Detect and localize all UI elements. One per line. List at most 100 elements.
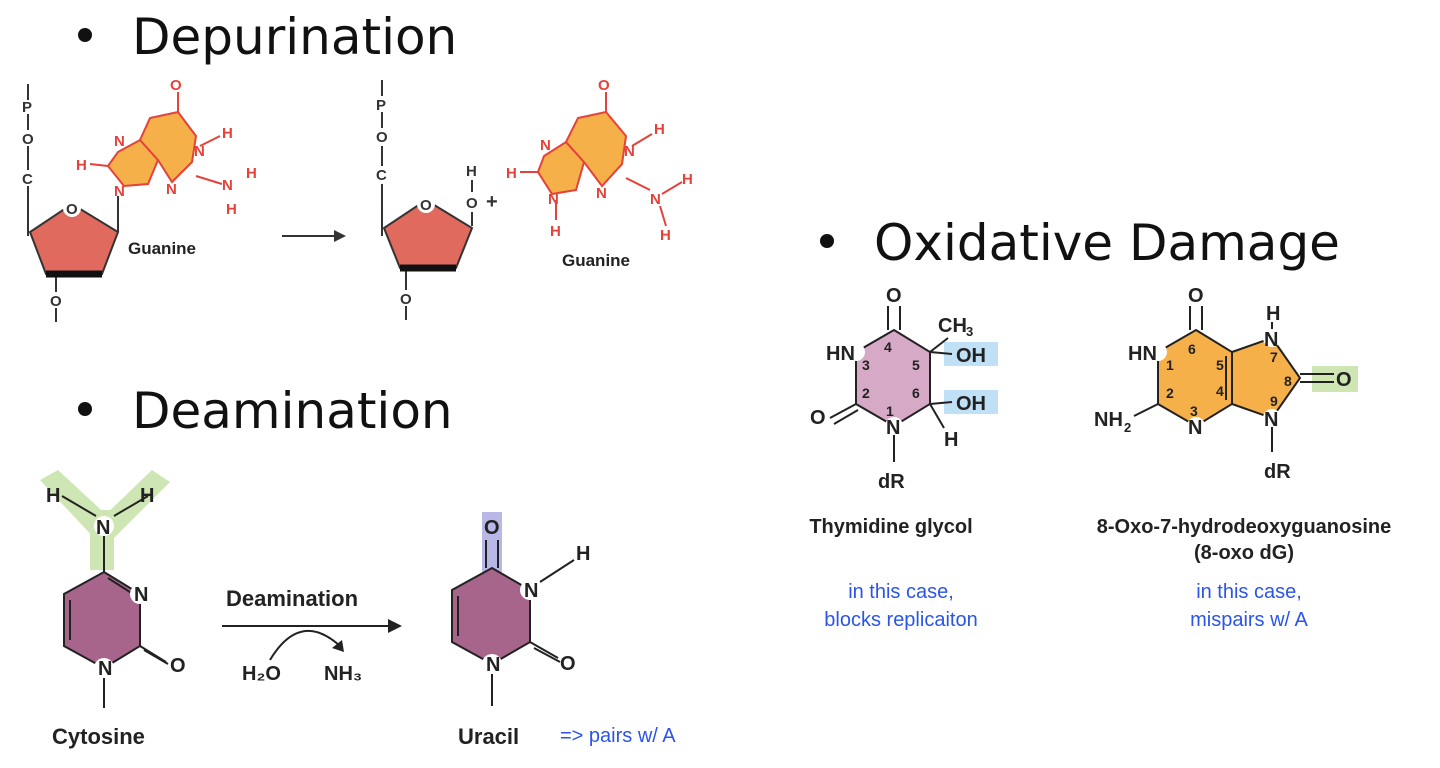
svg-text:H: H (506, 165, 517, 182)
bullet-icon (820, 233, 834, 248)
heading-oxidative-text: Oxidative Damage (874, 214, 1340, 272)
svg-text:N: N (596, 185, 607, 202)
svg-text:H: H (660, 227, 671, 244)
svg-text:N: N (114, 183, 125, 200)
svg-text:dR: dR (1264, 461, 1291, 483)
oxo-dg-label: 8-Oxo-7-hydrodeoxyguanosine (8-oxo dG) (1064, 514, 1424, 566)
svg-text:C: C (22, 171, 33, 188)
uracil-label: Uracil (458, 724, 519, 749)
svg-text:N: N (486, 654, 500, 676)
cytosine-label: Cytosine (52, 724, 145, 749)
bullet-icon (78, 27, 92, 42)
svg-text:O: O (170, 77, 182, 94)
svg-text:2: 2 (1166, 385, 1174, 401)
svg-text:N: N (650, 191, 661, 208)
thymidine-note-line1: in this case, (848, 581, 954, 603)
svg-text:6: 6 (1188, 341, 1196, 357)
svg-text:O: O (400, 291, 412, 308)
svg-text:HN: HN (826, 343, 855, 365)
svg-text:C: C (376, 167, 387, 184)
water-label: H₂O (242, 663, 281, 685)
bullet-icon (78, 401, 92, 416)
svg-text:N: N (624, 143, 635, 160)
svg-text:2: 2 (862, 385, 870, 401)
svg-text:H: H (76, 157, 87, 174)
svg-text:N: N (548, 191, 559, 208)
reaction-arrow-depurination (282, 230, 346, 242)
oxo-dg-label-line1: 8-Oxo-7-hydrodeoxyguanosine (1096, 516, 1392, 538)
guanine-label-right: Guanine (562, 251, 630, 270)
thymidine-glycol-label: Thymidine glycol (809, 516, 973, 538)
svg-text:N: N (524, 580, 538, 602)
svg-text:CH: CH (938, 315, 967, 337)
svg-text:P: P (376, 97, 386, 114)
svg-text:H: H (226, 201, 237, 218)
oxo-dg-label-line2: (8-oxo dG) (1194, 542, 1294, 564)
svg-text:H: H (46, 485, 60, 507)
guanine-label-left: Guanine (128, 239, 196, 258)
svg-text:NH: NH (1094, 409, 1123, 431)
svg-text:N: N (540, 137, 551, 154)
svg-text:H: H (654, 121, 665, 138)
svg-text:N: N (134, 584, 148, 606)
oxo-highlight (1312, 366, 1358, 392)
svg-text:HN: HN (1128, 343, 1157, 365)
svg-text:H: H (682, 171, 693, 188)
svg-text:N: N (194, 143, 205, 160)
svg-text:5: 5 (912, 357, 920, 373)
hydroxyl-highlight-1 (944, 342, 998, 366)
svg-text:OH: OH (956, 393, 986, 415)
oxo-dg-note: in this case, mispairs w/ A (1144, 578, 1354, 634)
svg-text:1: 1 (886, 403, 894, 419)
svg-text:O: O (466, 195, 478, 212)
svg-text:O: O (810, 407, 826, 429)
thymidine-glycol-note: in this case, blocks replicaiton (796, 578, 1006, 634)
svg-text:N: N (886, 417, 900, 439)
svg-text:O: O (598, 77, 610, 94)
svg-text:H: H (246, 165, 257, 182)
svg-text:4: 4 (1216, 383, 1224, 399)
heading-depurination: Depurination (78, 12, 457, 62)
svg-text:O: O (560, 653, 576, 675)
svg-text:H: H (576, 543, 590, 565)
svg-text:6: 6 (912, 385, 920, 401)
svg-text:3: 3 (1190, 403, 1198, 419)
svg-text:N: N (166, 181, 177, 198)
svg-text:N: N (98, 658, 112, 680)
svg-text:N: N (96, 517, 110, 539)
svg-text:O: O (376, 129, 388, 146)
svg-text:H: H (140, 485, 154, 507)
svg-text:3: 3 (862, 357, 870, 373)
deamination-arrow-label: Deamination (226, 586, 358, 611)
reaction-arrow-deamination (222, 619, 402, 661)
svg-text:O: O (170, 655, 186, 677)
svg-text:O: O (484, 517, 500, 539)
svg-text:O: O (420, 197, 432, 214)
svg-text:O: O (22, 131, 34, 148)
guanine-base-right (520, 92, 683, 227)
heading-oxidative-damage: Oxidative Damage (820, 218, 1340, 268)
svg-text:3: 3 (966, 324, 973, 339)
thymidine-note-line2: blocks replicaiton (824, 609, 978, 631)
oxo-note-line1: in this case, (1196, 581, 1302, 603)
heading-deamination: Deamination (78, 386, 453, 436)
svg-text:O: O (66, 201, 78, 218)
svg-text:N: N (114, 133, 125, 150)
plus-sign: + (486, 191, 498, 213)
oxo-note-line2: mispairs w/ A (1190, 609, 1308, 631)
svg-text:O: O (50, 293, 62, 310)
svg-text:H: H (944, 429, 958, 451)
heading-depurination-text: Depurination (132, 8, 458, 66)
svg-text:1: 1 (1166, 357, 1174, 373)
svg-text:5: 5 (1216, 357, 1224, 373)
svg-text:9: 9 (1270, 393, 1278, 409)
svg-text:7: 7 (1270, 349, 1278, 365)
svg-text:8: 8 (1284, 373, 1292, 389)
svg-text:OH: OH (956, 345, 986, 367)
svg-text:H: H (222, 125, 233, 142)
svg-text:O: O (886, 285, 902, 307)
guanine-base-left (89, 92, 223, 188)
